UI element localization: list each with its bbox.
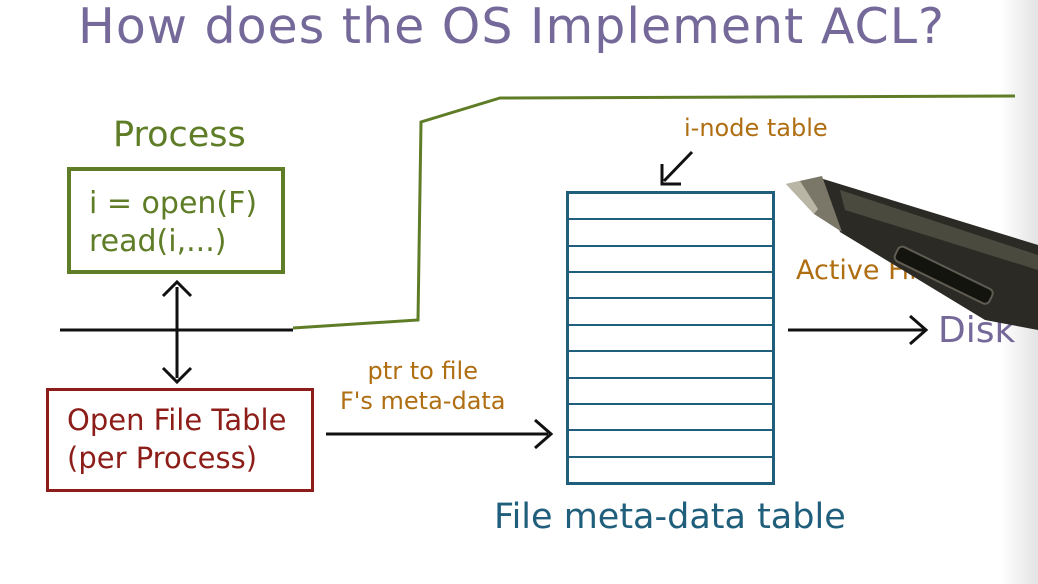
meta-table-row <box>569 194 772 221</box>
process-oft-arrowhead-down <box>161 366 193 385</box>
process-box: i = open(F) read(i,...) <box>67 167 285 274</box>
meta-table-row <box>569 431 772 458</box>
meta-table-row <box>569 379 772 405</box>
pointer-arrowhead <box>534 418 554 450</box>
kernel-boundary-line <box>292 94 1016 330</box>
meta-table-row <box>569 299 772 326</box>
inode-table-label: i-node table <box>684 114 828 142</box>
meta-table-row <box>569 247 772 274</box>
process-label: Process <box>113 115 246 155</box>
file-meta-data-table-label: File meta-data table <box>494 497 846 537</box>
file-meta-data-table <box>566 191 775 485</box>
open-file-table-subtitle: (per Process) <box>67 441 258 475</box>
pointer-label: ptr to file F's meta-data <box>340 356 506 416</box>
meta-table-row <box>569 273 772 300</box>
pointer-label-line1: ptr to file <box>367 357 478 385</box>
meta-table-row <box>569 405 772 432</box>
pointer-label-line2: F's meta-data <box>340 387 506 415</box>
process-code: i = open(F) read(i,...) <box>89 185 257 261</box>
meta-table-row <box>569 352 772 379</box>
meta-table-row <box>569 326 772 353</box>
process-oft-arrowhead-up <box>161 279 193 298</box>
disk-arrowhead <box>909 314 929 346</box>
open-file-table-text: Open File Table (per Process) <box>67 401 286 477</box>
open-file-table-box: Open File Table (per Process) <box>46 388 314 492</box>
stylus-pen-icon <box>786 176 1038 330</box>
inode-arrow <box>662 150 694 183</box>
code-line-open: i = open(F) <box>89 186 258 221</box>
meta-table-row <box>569 220 772 247</box>
slide-title: How does the OS Implement ACL? <box>78 0 945 55</box>
open-file-table-title: Open File Table <box>67 403 287 437</box>
code-line-read: read(i,...) <box>89 224 227 259</box>
inode-arrowhead <box>660 164 681 186</box>
